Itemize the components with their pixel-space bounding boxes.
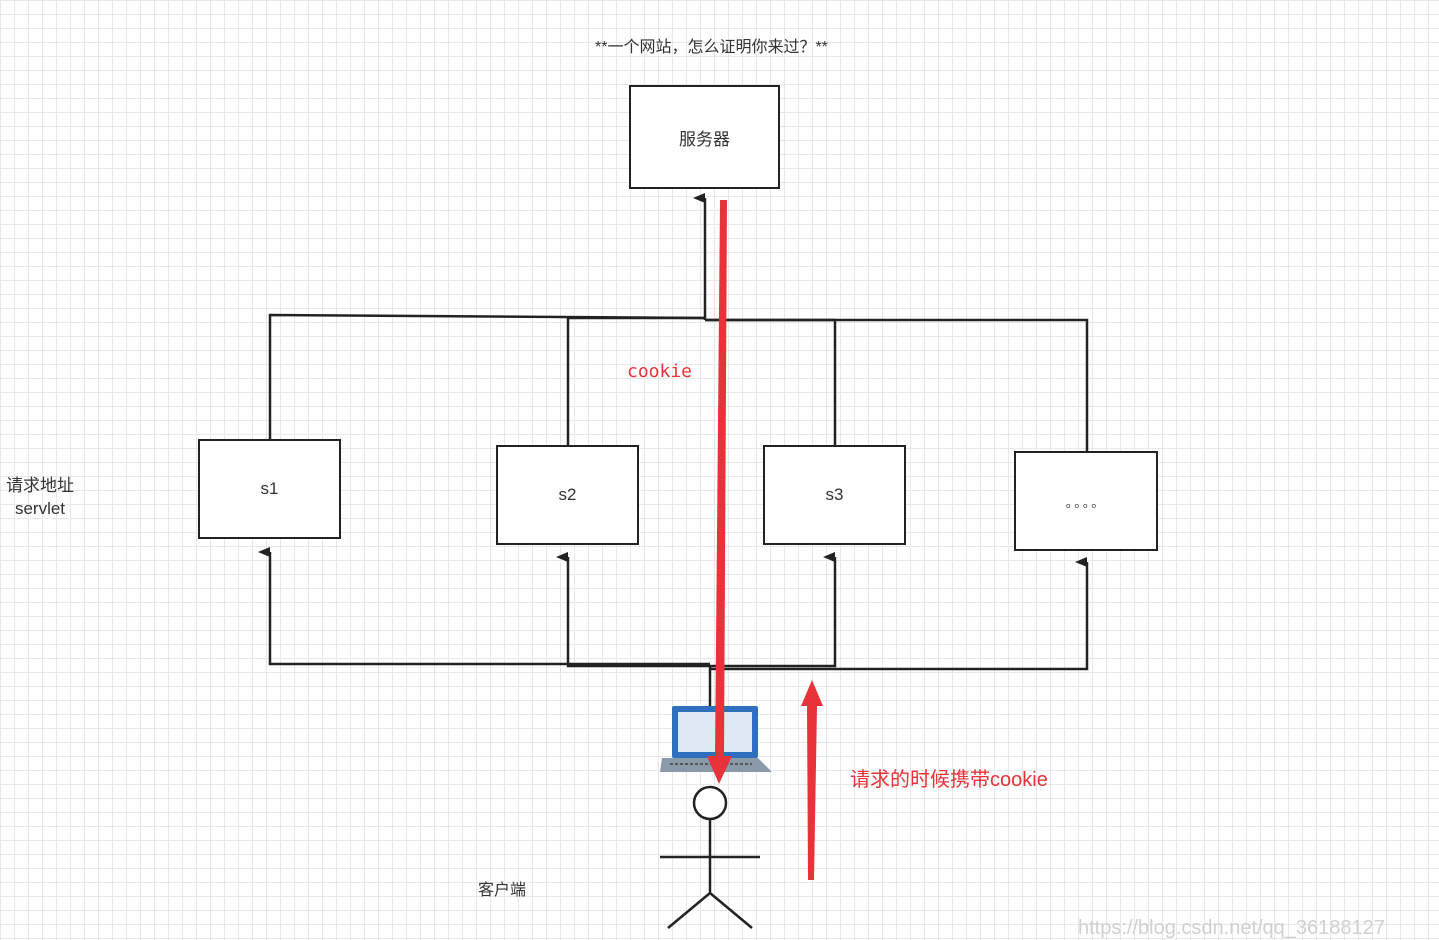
- connector-more-server: [705, 318, 1089, 451]
- servlet-node-s2-label: s2: [558, 485, 577, 504]
- servlet-node-s2: s2: [496, 445, 639, 545]
- watermark: https://blog.csdn.net/qq_36188127: [1078, 917, 1385, 939]
- cookie-label: cookie: [627, 361, 693, 382]
- server-connectors: [268, 193, 1089, 451]
- arrow-to-more: [710, 557, 1089, 671]
- red-response-arrow: [707, 200, 732, 784]
- side-label-line1: 请求地址: [6, 476, 74, 495]
- red-request-arrow: [801, 680, 823, 880]
- server-node: 服务器: [629, 85, 780, 189]
- servlet-node-more-label: 。。。。: [1065, 494, 1107, 510]
- servlet-node-s3: s3: [763, 445, 906, 545]
- connector-s2-server: [566, 316, 705, 445]
- client-label: 客户端: [478, 882, 527, 899]
- arrow-to-s3: [710, 552, 837, 668]
- server-node-label: 服务器: [679, 129, 730, 149]
- servlet-node-s1: s1: [198, 439, 341, 539]
- person-icon: [660, 785, 760, 929]
- request-note-text: 请求的时候携带cookie: [850, 769, 1048, 791]
- connector-s1-server: [268, 313, 706, 440]
- servlet-node-more: 。。。。: [1014, 451, 1158, 551]
- arrow-to-s2: [556, 552, 710, 668]
- servlet-node-s1-label: s1: [260, 479, 279, 498]
- diagram-title: **一个网站，怎么证明你来过？**: [595, 39, 828, 56]
- request-note: 请求的时候携带cookie: [850, 763, 1048, 792]
- arrow-to-s1: [258, 547, 710, 666]
- servlet-node-s3-label: s3: [825, 485, 844, 504]
- client-connectors: [258, 547, 1089, 709]
- side-label: 请求地址 servlet: [6, 474, 74, 520]
- side-label-line2: servlet: [14, 499, 66, 518]
